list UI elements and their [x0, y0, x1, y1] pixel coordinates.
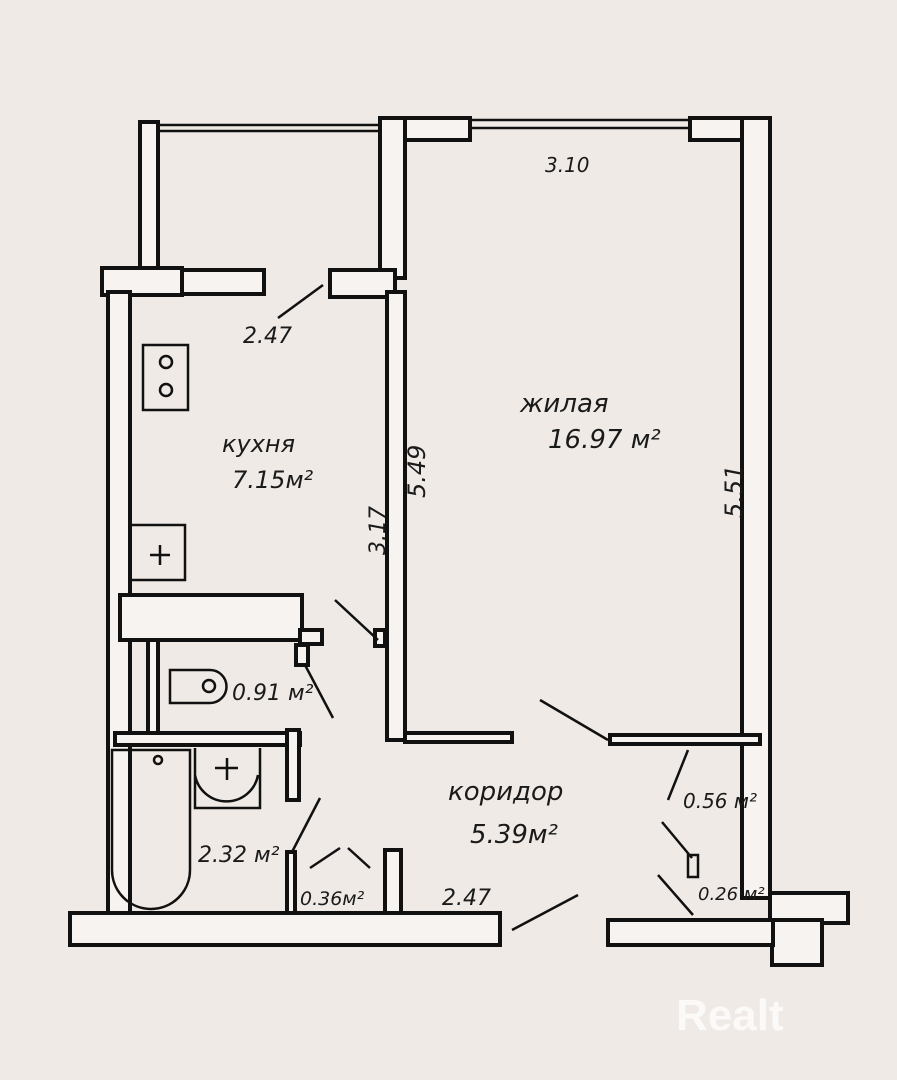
kitchen-name: кухня	[222, 430, 295, 458]
washbasin-icon	[193, 748, 262, 810]
watermark: Realt	[676, 991, 784, 1040]
fixtures	[110, 343, 262, 911]
door-swings	[277, 283, 700, 932]
labels: 2.47 3.10 кухня 7.15м² 3.17 5.49 жилая 1…	[198, 153, 765, 911]
bathtub-icon	[110, 748, 192, 911]
dim-living-width: 3.10	[545, 153, 590, 177]
walls	[68, 116, 850, 967]
dim-balcony: 2.47	[243, 324, 292, 349]
sink-icon	[128, 523, 187, 582]
dim-corridor: 2.47	[442, 886, 491, 911]
stove-icon	[141, 343, 190, 412]
closet-area: 0.36м²	[300, 888, 365, 910]
dim-living-left: 5.49	[403, 445, 431, 498]
bathroom-area: 2.32 м²	[198, 843, 280, 868]
storage2-area: 0.26 м²	[698, 884, 765, 905]
corridor-area: 5.39м²	[470, 820, 558, 850]
kitchen-area: 7.15м²	[232, 466, 314, 494]
toilet-area: 0.91 м²	[232, 681, 314, 706]
living-area: 16.97 м²	[548, 425, 661, 455]
living-name: жилая	[519, 389, 609, 419]
storage1-area: 0.56 м²	[683, 789, 757, 813]
dim-kitchen-depth: 3.17	[366, 506, 391, 555]
toilet-icon	[168, 668, 228, 705]
dim-living-right: 5.51	[720, 465, 748, 518]
corridor-name: коридор	[448, 777, 563, 807]
